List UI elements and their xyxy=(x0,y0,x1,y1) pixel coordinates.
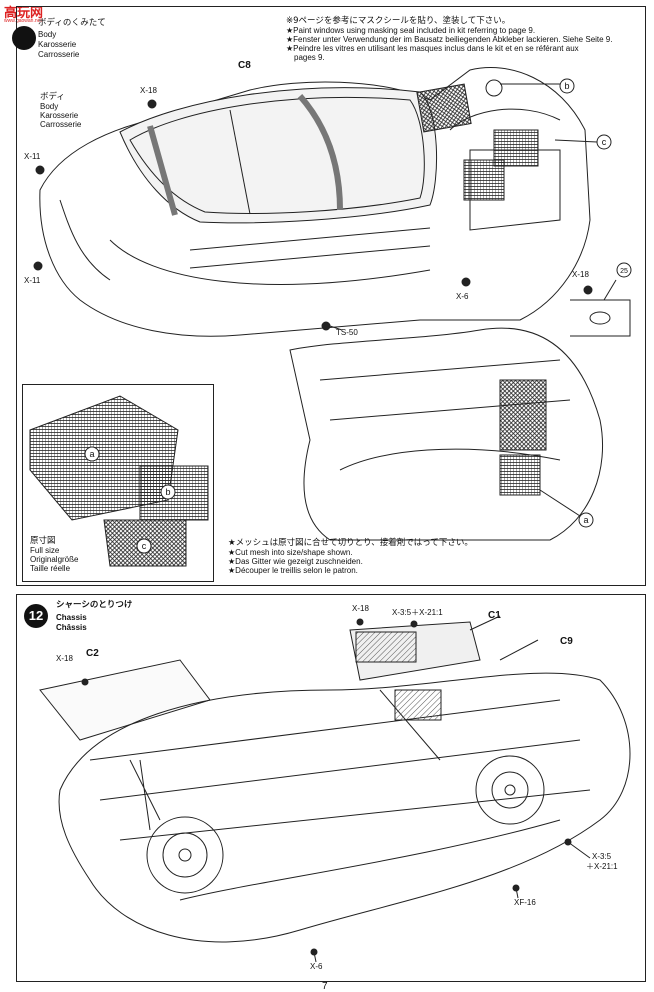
step-11-title-fr: Carrosserie xyxy=(38,50,80,59)
mesh-caption-de: Originalgröße xyxy=(30,555,79,564)
screw-x18-left-label: X-18 xyxy=(56,654,73,663)
mesh-note-fr: ★Découper le treillis selon le patron. xyxy=(228,566,358,575)
screw-x11b-label: X-11 xyxy=(24,276,41,285)
step-12-frame xyxy=(16,594,646,982)
mesh-caption-en: Full size xyxy=(30,546,60,555)
body-shell-drawing xyxy=(33,67,612,337)
body-label-fr: Carrosserie xyxy=(40,120,82,129)
part-a-marker: a xyxy=(583,515,588,525)
screw-x3-right-label-2: ＋X-21:1 xyxy=(586,862,618,871)
page-number: 7 xyxy=(322,981,328,992)
step-12-title-en: Chassis xyxy=(56,613,87,622)
mesh-b-label: b xyxy=(165,487,170,497)
screw-x6-label: X-6 xyxy=(456,292,469,301)
step-12-title-fr: Châssis xyxy=(56,623,87,632)
part-c-marker: c xyxy=(602,137,607,147)
screw-x6-bottom-label: X-6 xyxy=(310,962,323,971)
mesh-notes: ★メッシュは原寸図に合せて切りとり、接着剤ではって下さい。 ★Cut mesh … xyxy=(228,538,473,575)
mesh-caption: 原寸図 Full size Originalgröße Taille réell… xyxy=(30,536,78,573)
body-label-en: Body xyxy=(40,102,59,111)
step-11-frame xyxy=(16,6,646,586)
screw-x3-x21-top-label: X-3:5＋X-21:1 xyxy=(392,608,443,617)
grille-detail-drawing xyxy=(570,262,632,337)
paint-notes: ※9ページを参考にマスクシールを貼り、塗装して下さい。 ★Paint windo… xyxy=(286,16,612,62)
screw-x18-top-label: X-18 xyxy=(140,86,157,95)
paint-note-fr-cont: pages 9. xyxy=(294,53,325,62)
ref-25-marker: 25 xyxy=(620,268,628,275)
mesh-templates xyxy=(29,395,209,567)
step-11-badge xyxy=(12,26,36,50)
site-url: www.gaowan.net xyxy=(4,18,42,24)
part-c2-label: C2 xyxy=(86,648,99,659)
site-logo: 高玩网 xyxy=(4,5,44,20)
mesh-note-de: ★Das Gitter wie gezeigt zuschneiden. xyxy=(228,557,363,566)
mesh-note-en: ★Cut mesh into size/shape shown. xyxy=(228,548,353,557)
part-c9-label: C9 xyxy=(560,636,573,647)
mesh-a-label: a xyxy=(89,449,94,459)
paint-note-jp: ※9ページを参考にマスクシールを貼り、塗装して下さい。 xyxy=(286,16,511,26)
step-11-title-jp: ボディのくみたて xyxy=(38,18,106,28)
step-11-title-en: Body xyxy=(38,30,57,39)
mesh-caption-fr: Taille réelle xyxy=(30,564,71,573)
underbody-drawing xyxy=(289,327,604,541)
screw-x18-right-label: X-18 xyxy=(572,270,589,279)
part-c8-label: C8 xyxy=(238,60,251,71)
screw-ts50-label: TS-50 xyxy=(336,328,358,337)
mesh-note-jp: ★メッシュは原寸図に合せて切りとり、接着剤ではって下さい。 xyxy=(228,538,473,548)
paint-note-fr: ★Peindre les vitres en utilisant les mas… xyxy=(286,44,579,53)
body-label-jp: ボディ xyxy=(40,92,65,102)
screw-x11a-label: X-11 xyxy=(24,152,41,161)
part-c1-label: C1 xyxy=(488,610,501,621)
step-12-title-jp: シャーシのとりつけ xyxy=(56,600,133,610)
screw-x18-center-label: X-18 xyxy=(352,604,369,613)
paint-note-de: ★Fenster unter Verwendung der im Bausatz… xyxy=(286,35,613,44)
screw-x3-right-label-1: X-3:5 xyxy=(592,852,612,861)
mesh-caption-jp: 原寸図 xyxy=(30,536,56,546)
step-12-badge: 12 xyxy=(24,604,48,628)
step-11-title-de: Karosserie xyxy=(38,40,77,49)
chassis-drawing xyxy=(39,615,631,963)
part-b-marker: b xyxy=(564,81,569,91)
screw-xf16-label: XF-16 xyxy=(514,898,536,907)
body-label-de: Karosserie xyxy=(40,111,79,120)
paint-note-en: ★Paint windows using masking seal includ… xyxy=(286,26,536,35)
mesh-c-label: c xyxy=(142,541,147,551)
body-label: ボディ Body Karosserie Carrosserie xyxy=(40,92,81,129)
